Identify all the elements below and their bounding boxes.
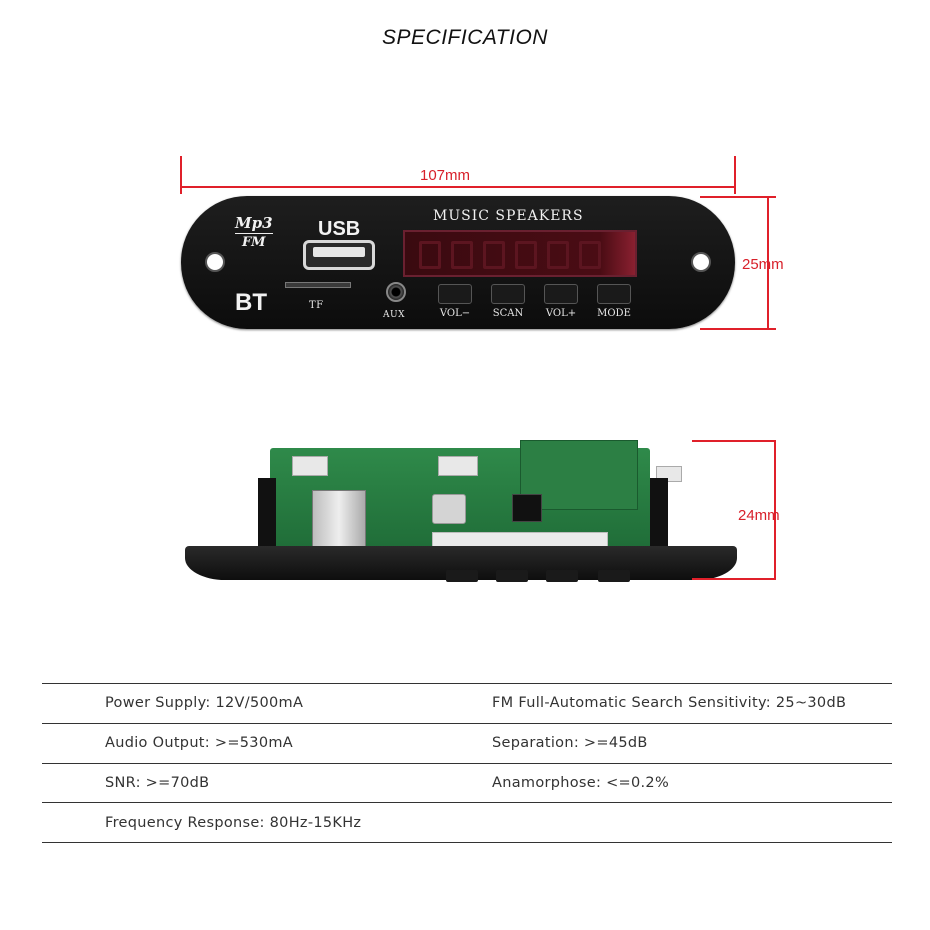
width-dimension-left-tick xyxy=(180,156,182,194)
button-side xyxy=(446,570,478,582)
brand-label: MUSIC SPEAKERS xyxy=(433,208,584,224)
mounting-hole-left xyxy=(205,252,225,272)
vol-plus-button[interactable] xyxy=(544,284,578,304)
display-digit xyxy=(579,241,601,269)
mp3-fm-logo: Mp3 FM xyxy=(235,216,273,249)
width-dimension-line xyxy=(180,186,736,188)
display-digit xyxy=(515,241,537,269)
spec-table: Power Supply: 12V/500mA FM Full-Automati… xyxy=(42,683,892,843)
display-digit xyxy=(483,241,505,269)
tf-label: TF xyxy=(309,300,324,311)
depth-dimension-top-tick xyxy=(692,440,776,442)
mounting-clip-left xyxy=(258,478,276,556)
display-digit xyxy=(547,241,569,269)
bt-label: BT xyxy=(235,289,267,316)
vol-minus-button[interactable] xyxy=(438,284,472,304)
width-dimension-label: 107mm xyxy=(420,167,471,184)
scan-label: SCAN xyxy=(492,308,524,319)
button-side xyxy=(598,570,630,582)
depth-dimension-bottom-tick xyxy=(692,578,776,580)
spec-anamorphose: Anamorphose: <=0.2% xyxy=(492,762,892,804)
spec-empty xyxy=(492,802,892,843)
depth-dimension-line xyxy=(774,440,776,580)
aux-label: AUX xyxy=(383,310,405,320)
width-dimension-right-tick xyxy=(734,156,736,194)
spec-power-supply: Power Supply: 12V/500mA xyxy=(42,683,492,724)
height-dimension-top-tick xyxy=(700,196,776,198)
usb-port xyxy=(303,240,375,270)
capacitor xyxy=(432,494,466,524)
ic-chip xyxy=(512,494,542,522)
height-dimension-label: 25mm xyxy=(742,256,784,273)
mode-label: MODE xyxy=(597,308,631,319)
table-row: Power Supply: 12V/500mA FM Full-Automati… xyxy=(42,683,892,724)
height-dimension-line xyxy=(767,196,769,330)
depth-dimension-label: 24mm xyxy=(738,507,780,524)
page-title: SPECIFICATION xyxy=(382,26,548,49)
vol-minus-label: VOL− xyxy=(439,308,471,319)
led-display xyxy=(403,230,637,277)
table-row: SNR: >=70dB Anamorphose: <=0.2% xyxy=(42,762,892,804)
display-digit xyxy=(451,241,473,269)
spec-separation: Separation: >=45dB xyxy=(492,722,892,764)
display-digit xyxy=(419,241,441,269)
mode-button[interactable] xyxy=(597,284,631,304)
spec-snr: SNR: >=70dB xyxy=(42,762,492,804)
scan-button[interactable] xyxy=(491,284,525,304)
mounting-clip-right xyxy=(650,478,668,556)
logo-mp3: Mp3 xyxy=(235,214,273,234)
mounting-hole-right xyxy=(691,252,711,272)
table-row: Audio Output: >=530mA Separation: >=45dB xyxy=(42,722,892,764)
logo-fm: FM xyxy=(241,235,266,250)
spec-audio-output: Audio Output: >=530mA xyxy=(42,722,492,764)
button-side xyxy=(546,570,578,582)
spec-frequency-response: Frequency Response: 80Hz-15KHz xyxy=(42,802,492,843)
usb-label: USB xyxy=(318,218,361,240)
spec-fm-sensitivity: FM Full-Automatic Search Sensitivity: 25… xyxy=(492,683,892,724)
table-row: Frequency Response: 80Hz-15KHz xyxy=(42,802,892,843)
board-connector xyxy=(438,456,478,476)
aux-jack xyxy=(386,282,406,302)
button-side xyxy=(496,570,528,582)
front-panel: Mp3 FM BT USB TF AUX MUSIC SPEAKERS VOL−… xyxy=(181,196,735,329)
vol-plus-label: VOL+ xyxy=(545,308,577,319)
board-connector xyxy=(292,456,328,476)
tf-card-slot xyxy=(285,282,351,288)
height-dimension-bottom-tick xyxy=(700,328,776,330)
